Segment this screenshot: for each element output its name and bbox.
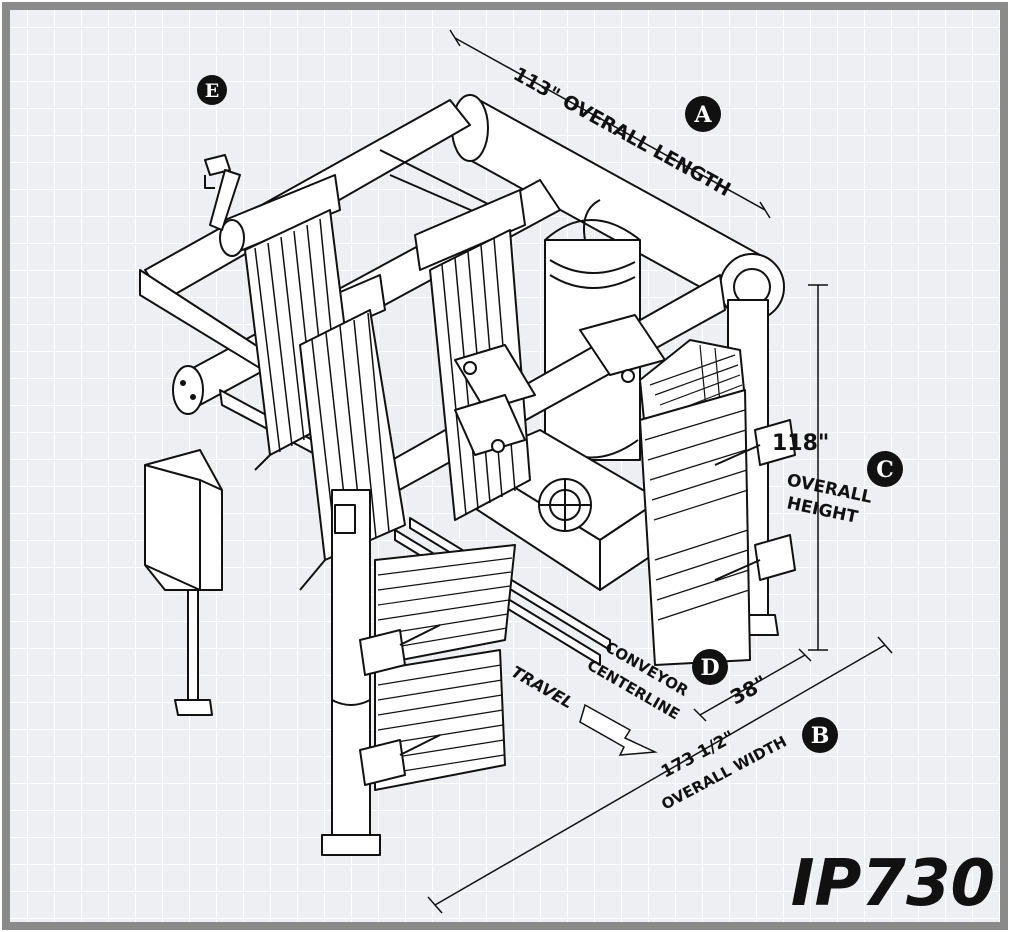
control-box [144, 449, 223, 716]
svg-text:C: C [876, 457, 894, 483]
sprayer-holder [204, 154, 241, 231]
model-number: IP730 [791, 847, 995, 921]
dimension-lines [427, 29, 893, 914]
length-dimension-line [454, 37, 766, 211]
overall-height-value: 118" [772, 431, 829, 456]
right-column [639, 299, 796, 666]
marker-d: D [692, 649, 728, 685]
spray-bars [454, 314, 666, 456]
marker-b: B [802, 717, 838, 753]
depth-dimension-line [699, 654, 806, 716]
machine-illustration [139, 94, 796, 856]
marker-c: C [867, 451, 903, 487]
svg-text:E: E [205, 80, 219, 102]
width-dimension-line [434, 644, 886, 906]
front-column [321, 489, 516, 856]
svg-text:D: D [700, 655, 719, 681]
marker-a: A [685, 96, 721, 132]
svg-text:A: A [693, 102, 712, 128]
marker-e: E [197, 75, 227, 105]
travel-arrow [579, 703, 658, 756]
svg-text:B: B [811, 723, 830, 749]
